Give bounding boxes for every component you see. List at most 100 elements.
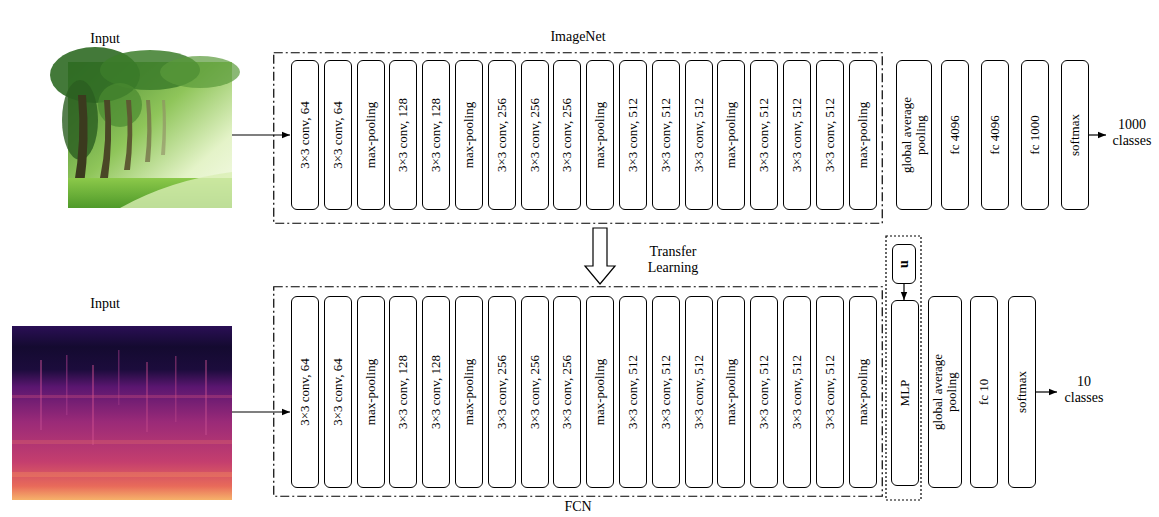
layer-label: 3×3 conv, 512: [823, 75, 837, 195]
layer-label: max-pooling: [855, 75, 869, 195]
forest-image: [50, 47, 240, 208]
text-label: Input: [75, 31, 135, 47]
dotted-frame: [886, 236, 921, 500]
layer-label: 3×3 conv, 512: [757, 312, 771, 472]
layer-box: global average pooling: [928, 296, 962, 488]
layer-box: 3×3 conv, 512: [685, 60, 713, 210]
layer-label: 3×3 conv, 256: [495, 312, 509, 472]
input-arrow: [232, 411, 290, 412]
layer-box: max-pooling: [849, 60, 877, 210]
layer-box: fc 10: [970, 296, 998, 488]
layer-label: fc 1000: [1028, 75, 1042, 195]
layer-label: 3×3 conv, 256: [527, 312, 541, 472]
layer-box: max-pooling: [357, 60, 385, 210]
layer-box: 3×3 conv, 512: [619, 60, 647, 210]
layer-label: u: [896, 249, 911, 279]
layer-box: 3×3 conv, 256: [488, 296, 516, 488]
layer-label: 3×3 conv, 512: [823, 312, 837, 472]
layer-label: 3×3 conv, 256: [560, 312, 574, 472]
layer-label: 3×3 conv, 256: [495, 75, 509, 195]
layer-box: softmax: [1008, 296, 1036, 488]
layer-label: MLP: [898, 313, 912, 473]
layer-box: 3×3 conv, 64: [291, 60, 319, 210]
layer-label: max-pooling: [724, 75, 738, 195]
layer-box: 3×3 conv, 128: [389, 296, 417, 488]
layer-box: 3×3 conv, 512: [783, 296, 811, 488]
layer-label: max-pooling: [462, 75, 476, 195]
layer-box: max-pooling: [717, 296, 745, 488]
layer-label: max-pooling: [593, 312, 607, 472]
input-arrow: [232, 134, 290, 135]
layer-box: MLP: [891, 300, 919, 486]
layer-box: 3×3 conv, 512: [750, 60, 778, 210]
layer-box: 3×3 conv, 512: [750, 296, 778, 488]
layer-box: 3×3 conv, 128: [389, 60, 417, 210]
layer-label: 3×3 conv, 64: [331, 312, 345, 472]
layer-label: 3×3 conv, 128: [396, 312, 410, 472]
layer-label: 3×3 conv, 128: [396, 75, 410, 195]
layer-box: u: [892, 244, 916, 284]
layer-label: 3×3 conv, 512: [790, 75, 804, 195]
text-label: 1000 classes: [1108, 117, 1156, 149]
transfer-arrow: [585, 228, 615, 284]
layer-box: 3×3 conv, 256: [521, 296, 549, 488]
layer-box: 3×3 conv, 512: [816, 60, 844, 210]
layer-label: 3×3 conv, 512: [626, 312, 640, 472]
layer-box: max-pooling: [455, 60, 483, 210]
network-title: FCN: [273, 499, 883, 515]
layer-box: 3×3 conv, 64: [324, 60, 352, 210]
layer-label: 3×3 conv, 512: [626, 75, 640, 195]
layer-box: 3×3 conv, 512: [783, 60, 811, 210]
layer-box: 3×3 conv, 256: [553, 60, 581, 210]
layer-box: max-pooling: [586, 60, 614, 210]
layer-label: fc 10: [977, 312, 991, 472]
connector-arrow: [903, 284, 904, 300]
layer-label: 3×3 conv, 128: [429, 312, 443, 472]
layer-label: 3×3 conv, 512: [757, 75, 771, 195]
layer-box: 3×3 conv, 128: [422, 296, 450, 488]
layer-label: 3×3 conv, 64: [298, 75, 312, 195]
layer-label: max-pooling: [462, 312, 476, 472]
layer-box: 3×3 conv, 256: [553, 296, 581, 488]
text-label: 10 classes: [1059, 374, 1109, 406]
layer-box: max-pooling: [717, 60, 745, 210]
network-frame: ImageNet3×3 conv, 643×3 conv, 64max-pool…: [273, 52, 883, 224]
output-arrow: [1089, 134, 1106, 135]
layer-label: 3×3 conv, 256: [527, 75, 541, 195]
layer-box: fc 4096: [981, 60, 1009, 210]
spectrogram-image: [12, 326, 232, 500]
layer-label: 3×3 conv, 64: [298, 312, 312, 472]
layer-box: 3×3 conv, 512: [816, 296, 844, 488]
layer-box: 3×3 conv, 256: [521, 60, 549, 210]
text-label: Input: [75, 296, 135, 312]
layer-box: 3×3 conv, 512: [685, 296, 713, 488]
layer-label: max-pooling: [363, 312, 377, 472]
layer-label: softmax: [1015, 312, 1029, 472]
network-title: ImageNet: [273, 29, 883, 45]
layer-label: 3×3 conv, 64: [331, 75, 345, 195]
layer-label: 3×3 conv, 256: [560, 75, 574, 195]
layer-box: 3×3 conv, 128: [422, 60, 450, 210]
layer-label: global average pooling: [931, 342, 960, 442]
layer-label: fc 4096: [988, 75, 1002, 195]
layer-label: 3×3 conv, 128: [429, 75, 443, 195]
layer-label: 3×3 conv, 512: [691, 75, 705, 195]
layer-box: 3×3 conv, 512: [652, 296, 680, 488]
layer-box: 3×3 conv, 256: [488, 60, 516, 210]
layer-label: softmax: [1068, 75, 1082, 195]
layer-label: global average pooling: [900, 85, 929, 185]
layer-label: max-pooling: [363, 75, 377, 195]
layer-label: 3×3 conv, 512: [691, 312, 705, 472]
layer-box: 3×3 conv, 64: [291, 296, 319, 488]
layer-box: softmax: [1061, 60, 1089, 210]
layer-label: max-pooling: [724, 312, 738, 472]
layer-box: global average pooling: [896, 60, 932, 210]
layer-box: max-pooling: [586, 296, 614, 488]
layer-box: max-pooling: [357, 296, 385, 488]
layer-box: fc 4096: [941, 60, 969, 210]
layer-label: 3×3 conv, 512: [790, 312, 804, 472]
layer-box: max-pooling: [849, 296, 877, 488]
layer-label: 3×3 conv, 512: [659, 75, 673, 195]
layer-box: 3×3 conv, 512: [619, 296, 647, 488]
